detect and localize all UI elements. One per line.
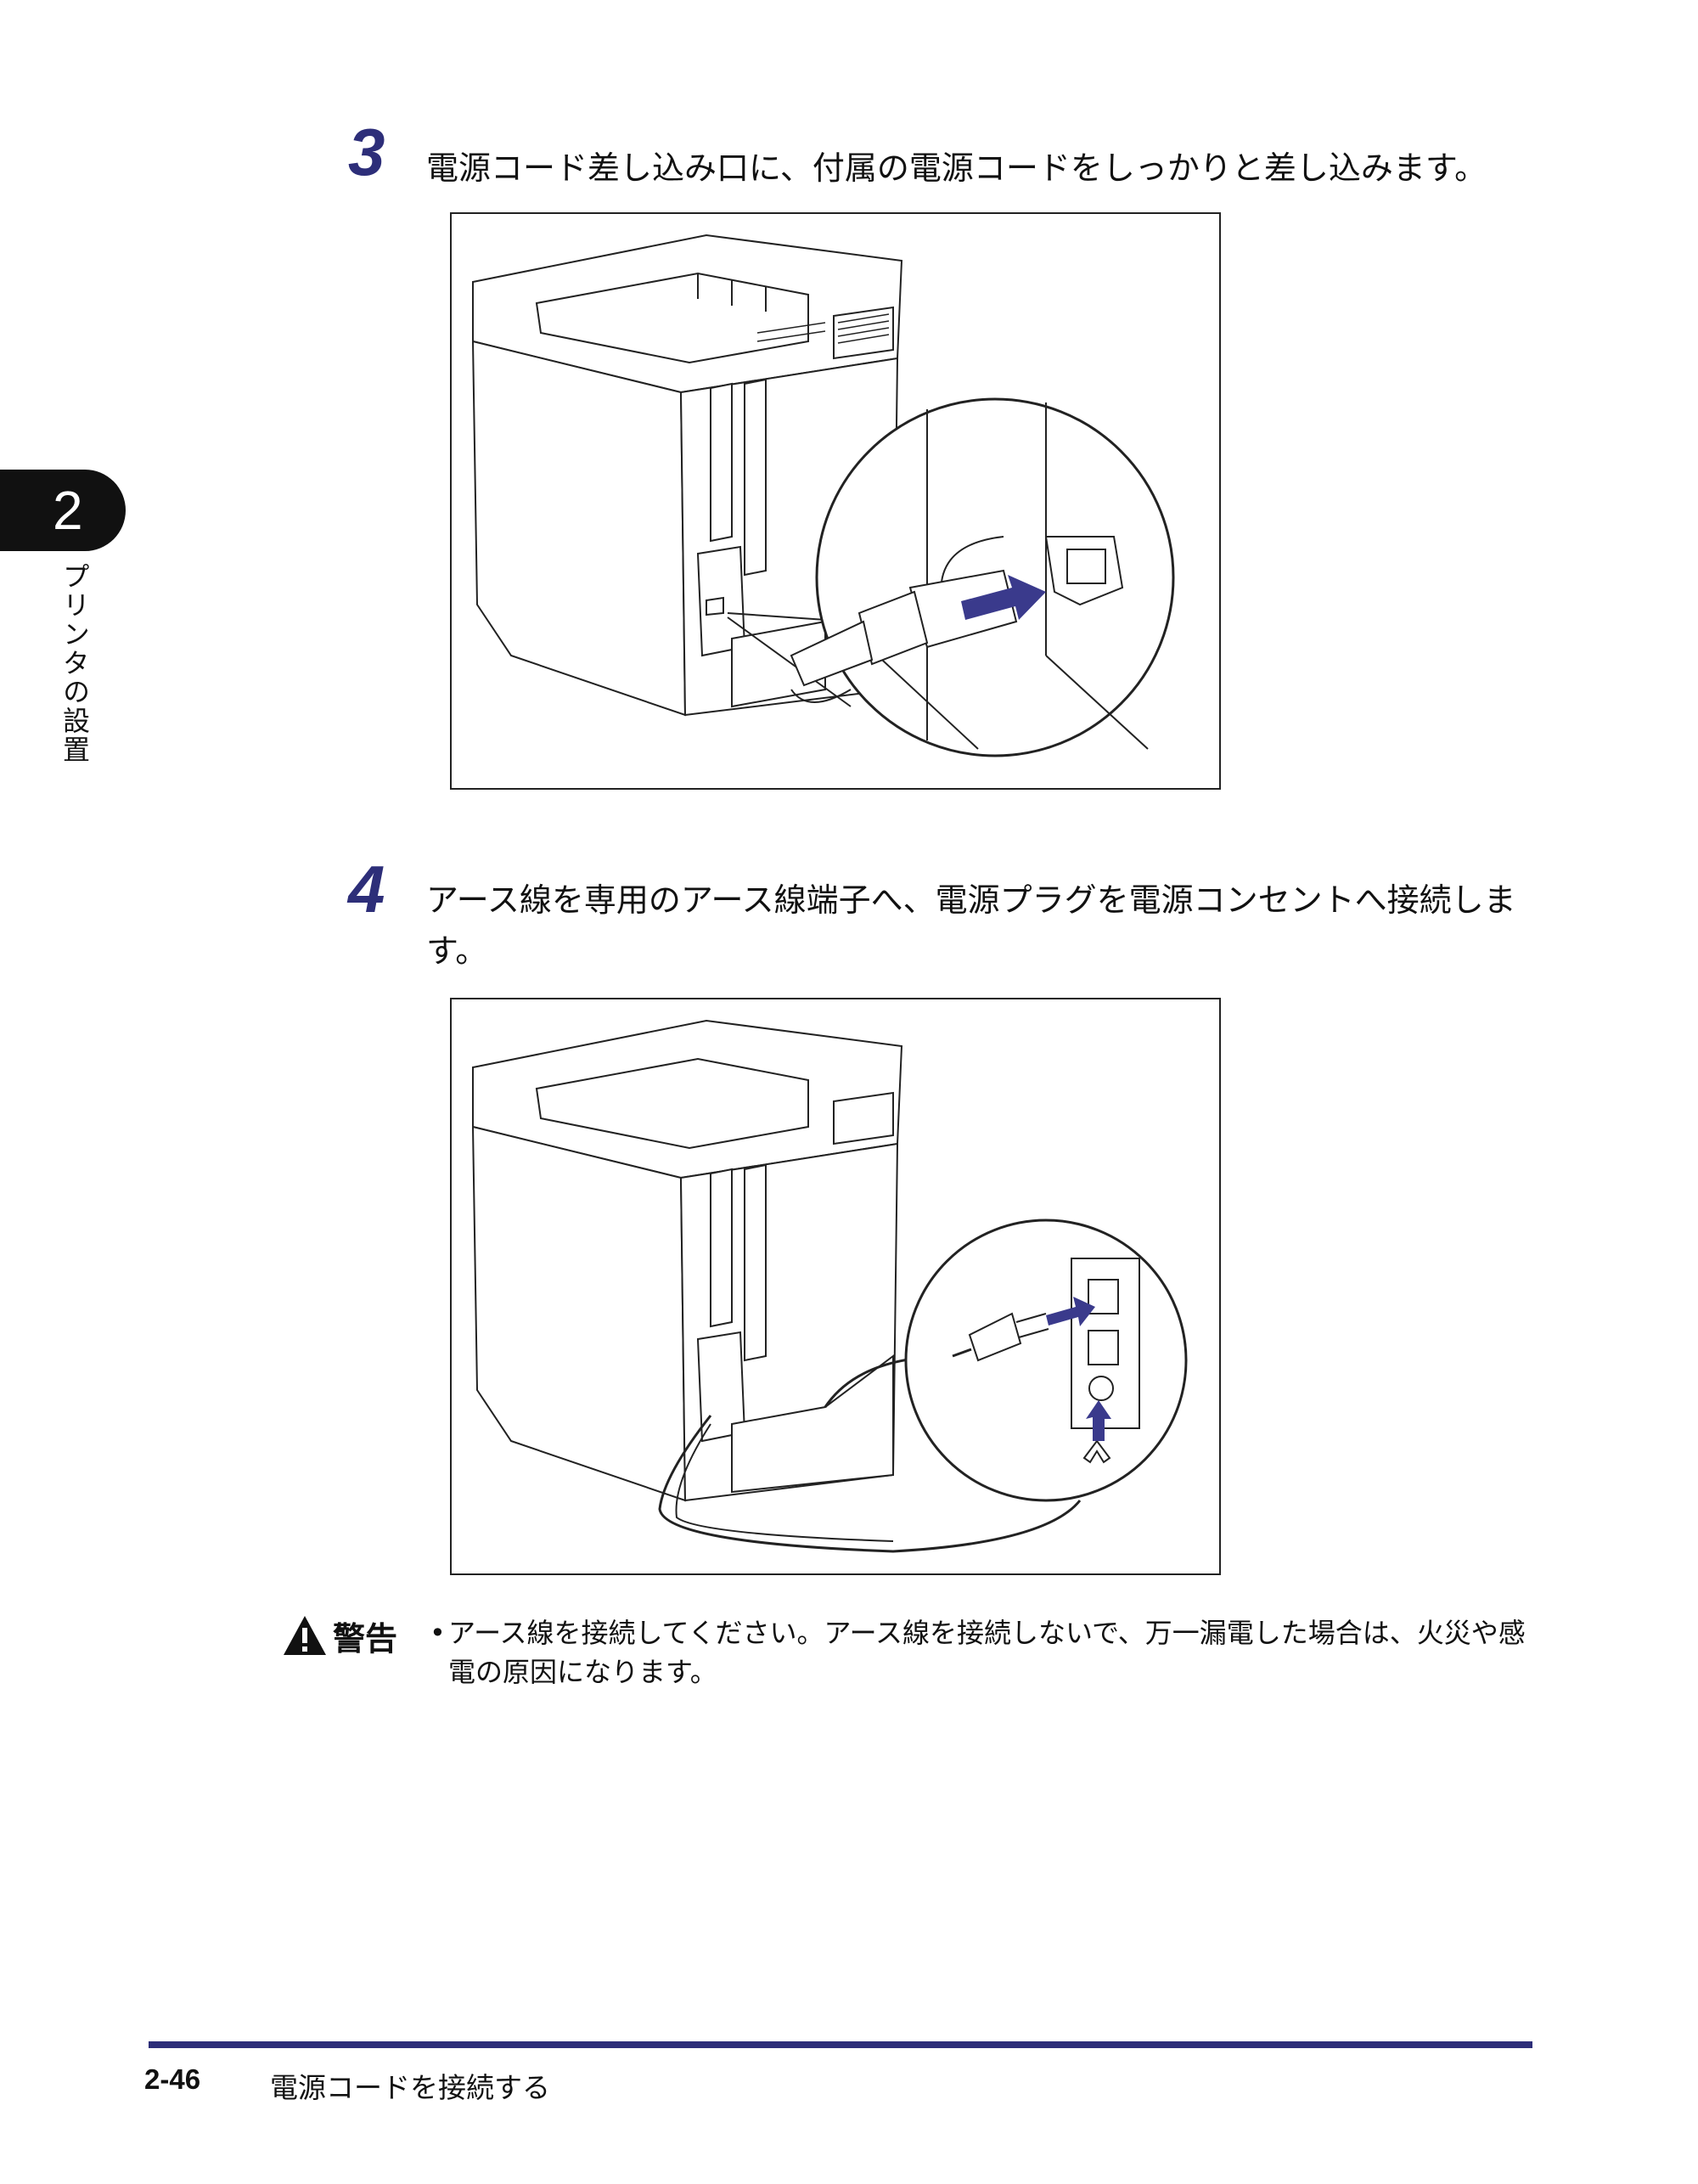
warning-body: • アース線を接続してください。アース線を接続しないで、万一漏電した場合は、火災… xyxy=(430,1613,1533,1691)
warning-text: アース線を接続してください。アース線を接続しないで、万一漏電した場合は、火災や感… xyxy=(448,1617,1526,1688)
step-4-text: アース線を専用のアース線端子へ、電源プラグを電源コンセントへ接続します。 xyxy=(426,881,1516,970)
chapter-title: プリンタの設置 xyxy=(59,562,91,764)
warning-bullet: • xyxy=(430,1617,446,1649)
printer-rear-inlet-illustration xyxy=(471,234,1175,757)
printer-earth-outlet-illustration xyxy=(471,1019,1188,1553)
figure-earth-and-outlet xyxy=(450,998,1221,1575)
footer-rule xyxy=(149,2041,1532,2048)
step-3-number: 3 xyxy=(348,115,385,189)
warning-triangle-icon xyxy=(284,1616,326,1655)
page-number: 2-46 xyxy=(144,2063,201,2095)
warning-label: 警告 xyxy=(282,1610,397,1661)
figure-power-cord-inlet xyxy=(450,212,1221,790)
chapter-tab: 2 xyxy=(0,470,126,551)
warning-label-text: 警告 xyxy=(333,1619,398,1658)
step-3-text: 電源コード差し込み口に、付属の電源コードをしっかりと差し込みます。 xyxy=(426,149,1487,187)
footer-section-title: 電源コードを接続する xyxy=(270,2071,550,2104)
chapter-number: 2 xyxy=(53,480,83,541)
step-4-number: 4 xyxy=(348,852,385,926)
